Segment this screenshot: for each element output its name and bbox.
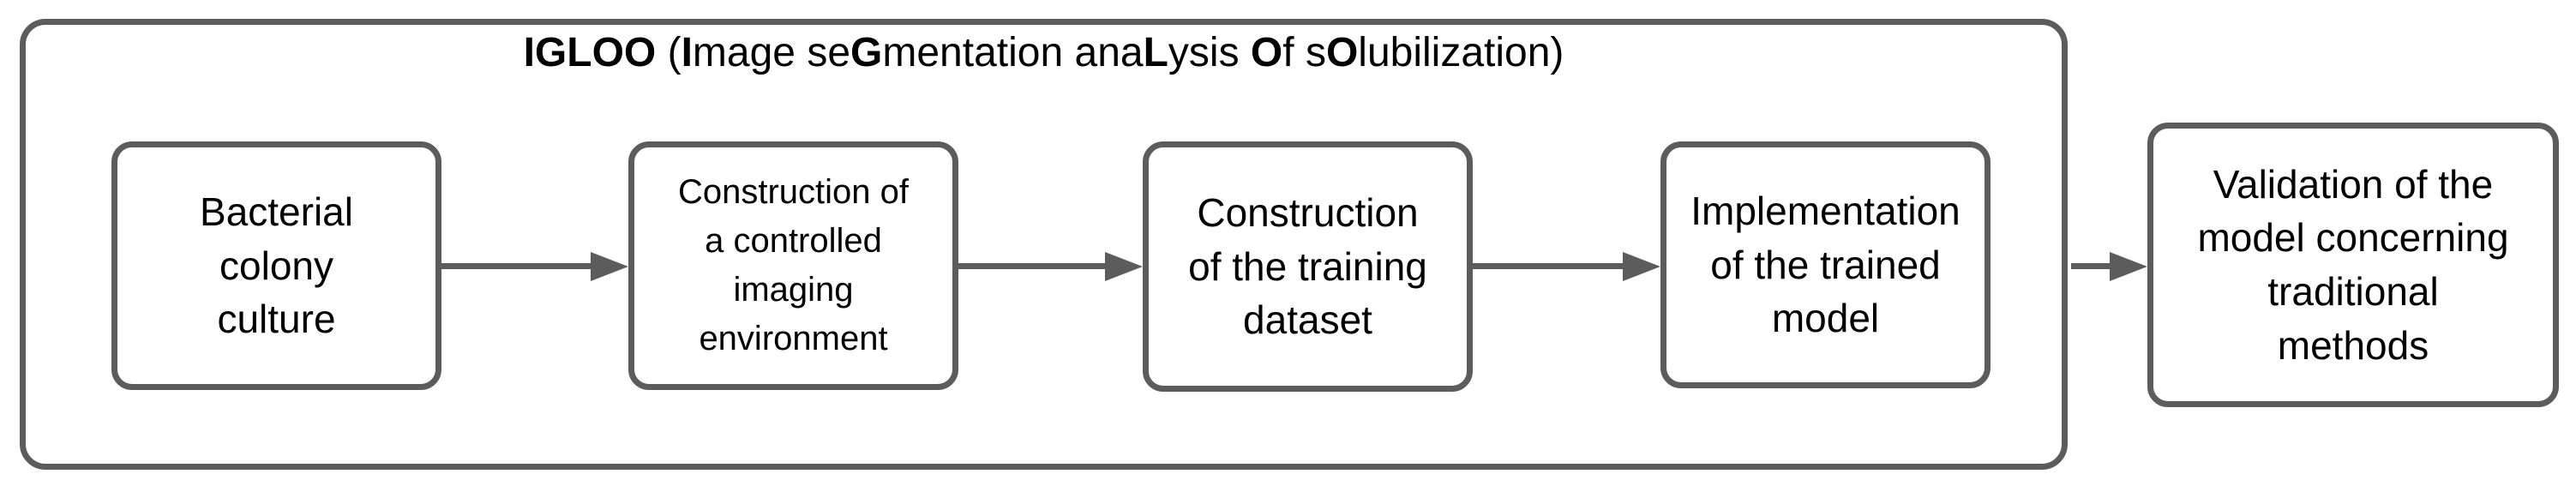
title-segment: L — [1143, 30, 1168, 75]
title-segment: ( — [656, 30, 682, 75]
title-segment: mage se — [692, 30, 851, 75]
flow-arrow-4 — [2071, 263, 2110, 269]
title-segment: f s — [1282, 30, 1326, 75]
title-segment: O — [1325, 30, 1359, 75]
title-segment: mentation ana — [882, 30, 1144, 75]
title-segment: I — [681, 30, 693, 75]
node-label: Bacterial colony culture — [200, 189, 353, 342]
title-segment: IGLOO — [523, 30, 657, 75]
diagram-title: IGLOO (Image seGmentation anaLysis Of sO… — [20, 29, 2068, 76]
node-label: Implementation of the trained model — [1690, 189, 1961, 341]
node-trained-model-implementation: Implementation of the trained model — [1660, 141, 1991, 388]
node-label: Construction of the training dataset — [1188, 190, 1427, 343]
title-segment: lubilization) — [1358, 30, 1564, 75]
node-controlled-imaging-environment: Construction of a controlled imaging env… — [628, 141, 958, 390]
node-label: Construction of a controlled imaging env… — [677, 173, 910, 357]
title-segment: O — [1250, 30, 1283, 75]
title-segment: G — [850, 30, 883, 75]
node-model-validation: Validation of the model concerning tradi… — [2147, 123, 2559, 407]
node-training-dataset-construction: Construction of the training dataset — [1143, 141, 1473, 392]
flow-arrow-3 — [1473, 263, 1623, 269]
node-bacterial-colony-culture: Bacterial colony culture — [111, 141, 441, 390]
flow-arrow-1 — [441, 263, 591, 269]
node-label: Validation of the model concerning tradi… — [2197, 161, 2509, 368]
title-segment: ysis — [1168, 30, 1251, 75]
flow-arrow-2 — [958, 263, 1105, 269]
